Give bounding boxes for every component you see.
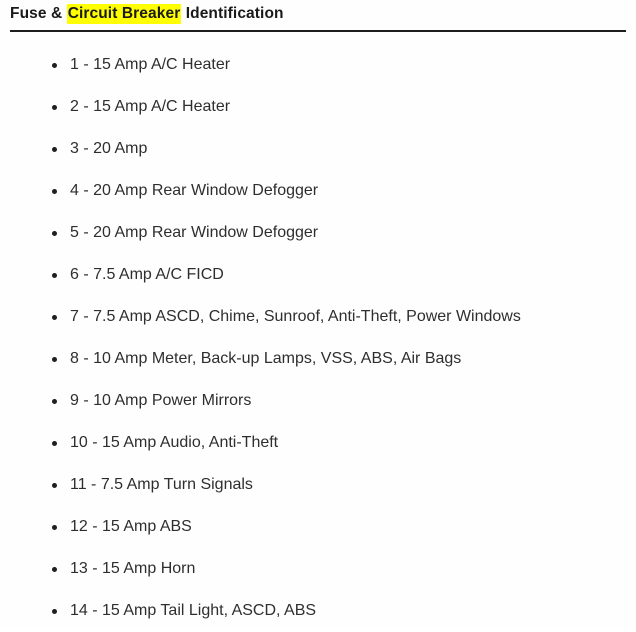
bullet-icon bbox=[52, 105, 57, 110]
bullet-icon bbox=[52, 399, 57, 404]
list-item-label: 9 - 10 Amp Power Mirrors bbox=[70, 392, 252, 409]
bullet-icon bbox=[52, 357, 57, 362]
bullet-icon bbox=[52, 273, 57, 278]
list-item: 9 - 10 Amp Power Mirrors bbox=[0, 380, 636, 422]
list-item-label: 8 - 10 Amp Meter, Back-up Lamps, VSS, AB… bbox=[70, 350, 462, 367]
list-item: 6 - 7.5 Amp A/C FICD bbox=[0, 254, 636, 296]
list-item: 10 - 15 Amp Audio, Anti-Theft bbox=[0, 422, 636, 464]
heading-block: Fuse & Circuit Breaker Identification bbox=[0, 0, 636, 24]
list-item: 4 - 20 Amp Rear Window Defogger bbox=[0, 170, 636, 212]
list-item: 8 - 10 Amp Meter, Back-up Lamps, VSS, AB… bbox=[0, 338, 636, 380]
list-item-label: 1 - 15 Amp A/C Heater bbox=[70, 56, 231, 73]
list-item: 14 - 15 Amp Tail Light, ASCD, ABS bbox=[0, 590, 636, 632]
list-item: 7 - 7.5 Amp ASCD, Chime, Sunroof, Anti-T… bbox=[0, 296, 636, 338]
list-item-label: 14 - 15 Amp Tail Light, ASCD, ABS bbox=[70, 602, 317, 619]
bullet-icon bbox=[52, 63, 57, 68]
list-item: 12 - 15 Amp ABS bbox=[0, 506, 636, 548]
list-item-label: 5 - 20 Amp Rear Window Defogger bbox=[70, 224, 319, 241]
page-title-suffix: Identification bbox=[181, 5, 284, 22]
list-item-label: 13 - 15 Amp Horn bbox=[70, 560, 196, 577]
list-item-label: 10 - 15 Amp Audio, Anti-Theft bbox=[70, 434, 279, 451]
bullet-icon bbox=[52, 525, 57, 530]
list-item: 3 - 20 Amp bbox=[0, 128, 636, 170]
bullet-icon bbox=[52, 483, 57, 488]
bullet-icon bbox=[52, 567, 57, 572]
list-item-label: 6 - 7.5 Amp A/C FICD bbox=[70, 266, 224, 283]
page-title-highlighted-term: Circuit Breaker bbox=[66, 4, 182, 24]
page-title: Fuse & Circuit Breaker Identification bbox=[10, 4, 626, 24]
bullet-icon bbox=[52, 189, 57, 194]
list-item: 2 - 15 Amp A/C Heater bbox=[0, 86, 636, 128]
list-item-label: 11 - 7.5 Amp Turn Signals bbox=[70, 476, 253, 493]
list-item: 13 - 15 Amp Horn bbox=[0, 548, 636, 590]
page-title-prefix: Fuse & bbox=[10, 5, 67, 22]
list-item-label: 3 - 20 Amp bbox=[70, 140, 148, 157]
fuse-identification-list: 1 - 15 Amp A/C Heater 2 - 15 Amp A/C Hea… bbox=[0, 44, 636, 632]
bullet-icon bbox=[52, 231, 57, 236]
list-item: 11 - 7.5 Amp Turn Signals bbox=[0, 464, 636, 506]
list-item-label: 2 - 15 Amp A/C Heater bbox=[70, 98, 231, 115]
bullet-icon bbox=[52, 609, 57, 614]
list-item: 5 - 20 Amp Rear Window Defogger bbox=[0, 212, 636, 254]
list-item-label: 7 - 7.5 Amp ASCD, Chime, Sunroof, Anti-T… bbox=[70, 308, 521, 325]
list-item-label: 4 - 20 Amp Rear Window Defogger bbox=[70, 182, 319, 199]
list-item-label: 12 - 15 Amp ABS bbox=[70, 518, 192, 535]
list-item: 1 - 15 Amp A/C Heater bbox=[0, 44, 636, 86]
bullet-icon bbox=[52, 147, 57, 152]
heading-divider bbox=[10, 30, 626, 32]
bullet-icon bbox=[52, 441, 57, 446]
bullet-icon bbox=[52, 315, 57, 320]
